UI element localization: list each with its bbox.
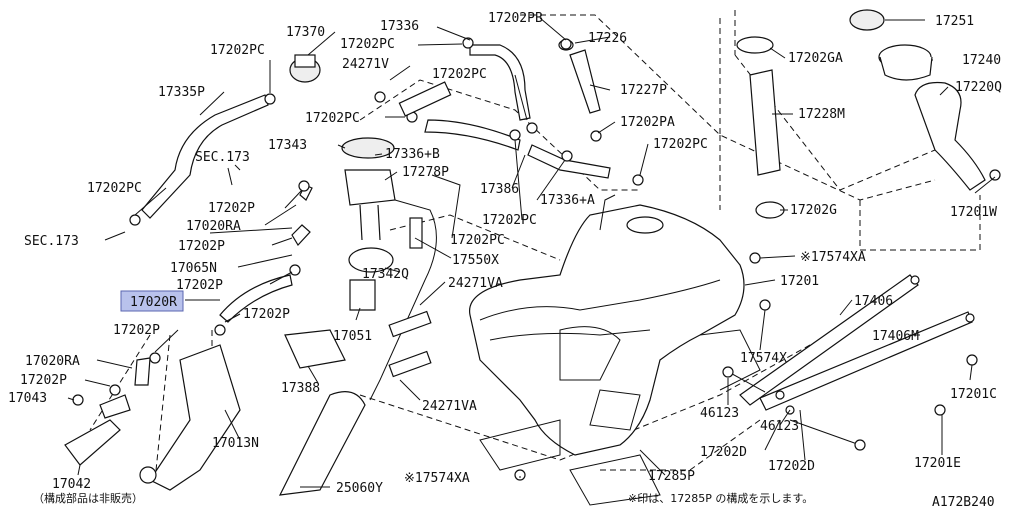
label-17202pc-d[interactable]: 17202PC	[305, 111, 360, 126]
label-17201w[interactable]: 17201W	[950, 205, 997, 220]
label-17042[interactable]: 17042	[52, 477, 91, 492]
label-17202pc-h[interactable]: 17202PC	[450, 233, 505, 248]
note-parts-not-sold: （構成部品は非販売）	[33, 491, 143, 505]
label-17370[interactable]: 17370	[286, 25, 325, 40]
label-24271va-a[interactable]: 24271VA	[448, 276, 503, 291]
label-25060y[interactable]: 25060Y	[336, 481, 383, 496]
label-17228m[interactable]: 17228M	[798, 107, 845, 122]
label-17227p[interactable]: 17227P	[620, 83, 667, 98]
label-17202pc-b[interactable]: 17202PC	[340, 37, 395, 52]
label-17574xa-a[interactable]: ※17574XA	[800, 250, 866, 265]
hardware	[72, 37, 1001, 481]
label-17226[interactable]: 17226	[588, 31, 627, 46]
highlight-17020r	[120, 290, 184, 312]
label-17202ga[interactable]: 17202GA	[788, 51, 843, 66]
label-17202pc-c[interactable]: 17202PC	[432, 67, 487, 82]
part-labels: 17370 17336 17202PB 17251 17202PC 17202P…	[8, 11, 1002, 510]
label-17278p[interactable]: 17278P	[402, 165, 449, 180]
tank-straps	[724, 274, 975, 446]
label-17020r[interactable]: 17020R	[130, 295, 177, 310]
label-17574x[interactable]: 17574X	[740, 351, 787, 366]
label-17406[interactable]: 17406	[854, 294, 893, 309]
label-17202p-b[interactable]: 17202P	[178, 239, 225, 254]
label-17201c[interactable]: 17201C	[950, 387, 997, 402]
sec-arrow-a	[227, 167, 233, 186]
label-17202p-a[interactable]: 17202P	[208, 201, 255, 216]
diagram-id: A172B240	[932, 495, 995, 510]
label-17020ra-b[interactable]: 17020RA	[25, 354, 80, 369]
label-24271v[interactable]: 24271V	[342, 57, 389, 72]
label-17202p-d[interactable]: 17202P	[243, 307, 290, 322]
label-17335p[interactable]: 17335P	[158, 85, 205, 100]
label-17342q[interactable]: 17342Q	[362, 267, 409, 282]
label-17201e[interactable]: 17201E	[914, 456, 961, 471]
label-17202pc-g[interactable]: 17202PC	[482, 213, 537, 228]
label-17343[interactable]: 17343	[268, 138, 307, 153]
label-17550x[interactable]: 17550X	[452, 253, 499, 268]
label-17202g[interactable]: 17202G	[790, 203, 837, 218]
label-17201[interactable]: 17201	[780, 274, 819, 289]
label-17574xa-b[interactable]: ※17574XA	[404, 471, 470, 486]
pump-module	[289, 54, 437, 401]
label-17202pa[interactable]: 17202PA	[620, 115, 675, 130]
label-17406m[interactable]: 17406M	[872, 329, 919, 344]
label-17043[interactable]: 17043	[8, 391, 47, 406]
label-17020ra-a[interactable]: 17020RA	[186, 219, 241, 234]
sec-arrow-b	[104, 231, 126, 241]
label-17202p-e[interactable]: 17202P	[113, 323, 160, 338]
label-17336b[interactable]: 17336+B	[385, 147, 440, 162]
label-17336[interactable]: 17336	[380, 19, 419, 34]
label-17202pc-a[interactable]: 17202PC	[210, 43, 265, 58]
label-17051[interactable]: 17051	[333, 329, 372, 344]
label-17202pc-f[interactable]: 17202PC	[87, 181, 142, 196]
fuel-tank	[469, 194, 761, 506]
sender-parts	[64, 329, 366, 496]
label-17336a[interactable]: 17336+A	[540, 193, 595, 208]
label-17202pc-e[interactable]: 17202PC	[653, 137, 708, 152]
label-17013n[interactable]: 17013N	[212, 436, 259, 451]
label-46123-b[interactable]: 46123	[760, 419, 799, 434]
label-17251[interactable]: 17251	[935, 14, 974, 29]
label-17285p[interactable]: 17285P	[648, 469, 695, 484]
note-mark-explanation: ※印は、17285P の構成を示します。	[628, 492, 813, 505]
label-17202d-b[interactable]: 17202D	[768, 459, 815, 474]
hoses	[134, 44, 611, 386]
label-17220q[interactable]: 17220Q	[955, 80, 1002, 95]
label-17202pb[interactable]: 17202PB	[488, 11, 543, 26]
label-sec173-b[interactable]: SEC.173	[24, 234, 79, 249]
label-17386[interactable]: 17386	[480, 182, 519, 197]
label-17388[interactable]: 17388	[281, 381, 320, 396]
label-sec173-a[interactable]: SEC.173	[195, 150, 250, 165]
filler-parts	[558, 9, 986, 219]
label-17202p-f[interactable]: 17202P	[20, 373, 67, 388]
label-17240[interactable]: 17240	[962, 53, 1001, 68]
label-46123-a[interactable]: 46123	[700, 406, 739, 421]
label-24271va-b[interactable]: 24271VA	[422, 399, 477, 414]
label-17202d-a[interactable]: 17202D	[700, 445, 747, 460]
label-17202p-c[interactable]: 17202P	[176, 278, 223, 293]
leader-lines	[67, 17, 996, 488]
label-17065n[interactable]: 17065N	[170, 261, 217, 276]
